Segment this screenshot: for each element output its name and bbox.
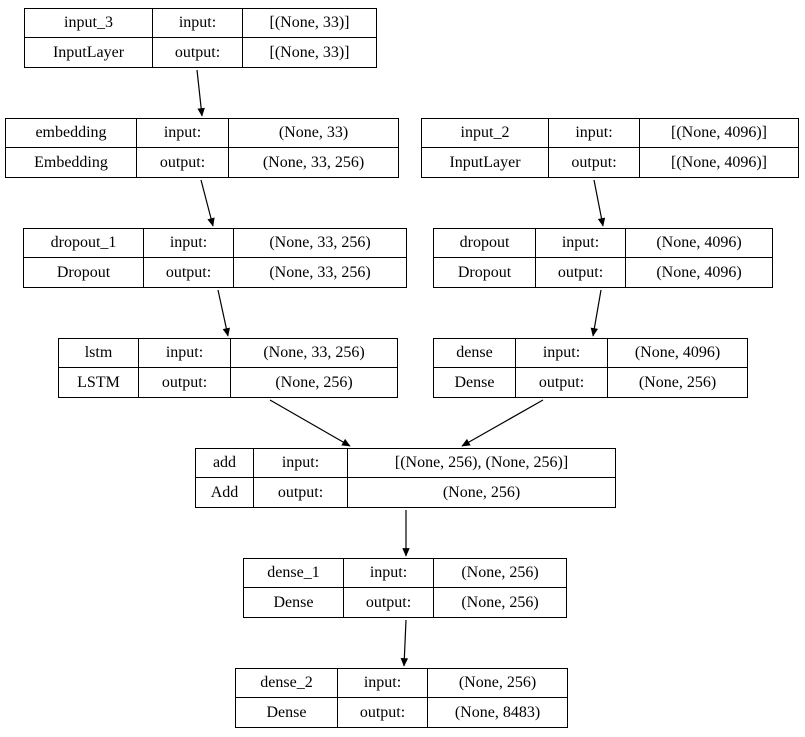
- output-label: output:: [549, 148, 640, 177]
- layer-node-embedding: embedding input: (None, 33) Embedding ou…: [5, 118, 399, 178]
- layer-type: Dropout: [434, 258, 536, 287]
- layer-node-input_3: input_3 input: [(None, 33)] InputLayer o…: [24, 8, 377, 68]
- layer-type: Embedding: [6, 148, 137, 177]
- input-label: input:: [153, 9, 243, 38]
- layer-name: input_3: [25, 9, 153, 38]
- layer-type: InputLayer: [25, 38, 153, 67]
- layer-type: Dense: [236, 698, 338, 727]
- input-shape: (None, 33, 256): [234, 229, 406, 258]
- input-label: input:: [344, 559, 434, 588]
- input-label: input:: [139, 339, 231, 368]
- layer-type: LSTM: [59, 368, 139, 397]
- edge-dense-add: [461, 399, 544, 447]
- layer-name: add: [196, 449, 254, 478]
- input-shape: [(None, 33)]: [243, 9, 376, 38]
- layer-node-add: add input: [(None, 256), (None, 256)] Ad…: [195, 448, 616, 508]
- output-label: output:: [144, 258, 234, 287]
- input-shape: (None, 33, 256): [231, 339, 397, 368]
- input-shape: [(None, 4096)]: [640, 119, 798, 148]
- output-shape: [(None, 33)]: [269, 43, 350, 61]
- edge-input_2-dropout: [593, 179, 606, 227]
- edge-lstm-add: [269, 399, 351, 447]
- edge-dense_1-dense_2: [400, 619, 409, 667]
- input-shape: (None, 4096): [626, 229, 772, 258]
- layer-node-dropout: dropout input: (None, 4096) Dropout outp…: [433, 228, 773, 288]
- output-label: output:: [139, 368, 231, 397]
- output-shape: (None, 8483): [454, 703, 541, 721]
- input-shape: (None, 256): [434, 559, 566, 588]
- layer-type: Dense: [434, 368, 516, 397]
- layer-type: InputLayer: [422, 148, 549, 177]
- layer-name: input_2: [422, 119, 549, 148]
- output-label: output:: [137, 148, 229, 177]
- output-shape: (None, 256): [442, 483, 521, 501]
- layer-name: dense_2: [236, 669, 338, 698]
- layer-node-dense: dense input: (None, 4096) Dense output: …: [433, 338, 748, 398]
- layer-node-dense_2: dense_2 input: (None, 256) Dense output:…: [235, 668, 568, 728]
- layer-node-input_2: input_2 input: [(None, 4096)] InputLayer…: [421, 118, 799, 178]
- layer-type: Add: [196, 478, 254, 507]
- input-label: input:: [144, 229, 234, 258]
- input-label: input:: [549, 119, 640, 148]
- input-label: input:: [516, 339, 608, 368]
- layer-name: embedding: [6, 119, 137, 148]
- layer-type: Dropout: [24, 258, 144, 287]
- layer-name: lstm: [59, 339, 139, 368]
- output-label: output:: [516, 368, 608, 397]
- input-shape: [(None, 256), (None, 256)]: [348, 449, 615, 478]
- output-label: output:: [254, 478, 348, 507]
- layer-type: Dense: [244, 588, 344, 617]
- input-label: input:: [536, 229, 626, 258]
- output-shape: (None, 4096): [656, 263, 742, 281]
- layer-node-dense_1: dense_1 input: (None, 256) Dense output:…: [243, 558, 567, 618]
- input-shape: (None, 33): [229, 119, 398, 148]
- input-label: input:: [254, 449, 348, 478]
- edge-dropout_1-lstm: [217, 289, 230, 337]
- output-shape: (None, 256): [638, 373, 717, 391]
- edge-embedding-dropout_1: [200, 179, 215, 227]
- output-shape: (None, 256): [275, 373, 353, 391]
- layer-name: dropout: [434, 229, 536, 258]
- output-label: output:: [344, 588, 434, 617]
- edge-input_3-embedding: [196, 69, 205, 117]
- output-label: output:: [536, 258, 626, 287]
- input-label: input:: [137, 119, 229, 148]
- input-shape: (None, 256): [428, 669, 567, 698]
- input-shape: (None, 4096): [608, 339, 747, 368]
- output-shape: (None, 33, 256): [269, 263, 371, 281]
- output-label: output:: [338, 698, 428, 727]
- output-shape: (None, 256): [461, 593, 539, 611]
- output-label: output:: [153, 38, 243, 67]
- edge-dropout-dense: [590, 289, 602, 337]
- layer-name: dense: [434, 339, 516, 368]
- layer-node-lstm: lstm input: (None, 33, 256) LSTM output:…: [58, 338, 398, 398]
- layer-name: dense_1: [244, 559, 344, 588]
- layer-node-dropout_1: dropout_1 input: (None, 33, 256) Dropout…: [23, 228, 407, 288]
- input-label: input:: [338, 669, 428, 698]
- output-shape: (None, 33, 256): [262, 153, 365, 171]
- layer-name: dropout_1: [24, 229, 144, 258]
- output-shape: [(None, 4096)]: [671, 153, 767, 171]
